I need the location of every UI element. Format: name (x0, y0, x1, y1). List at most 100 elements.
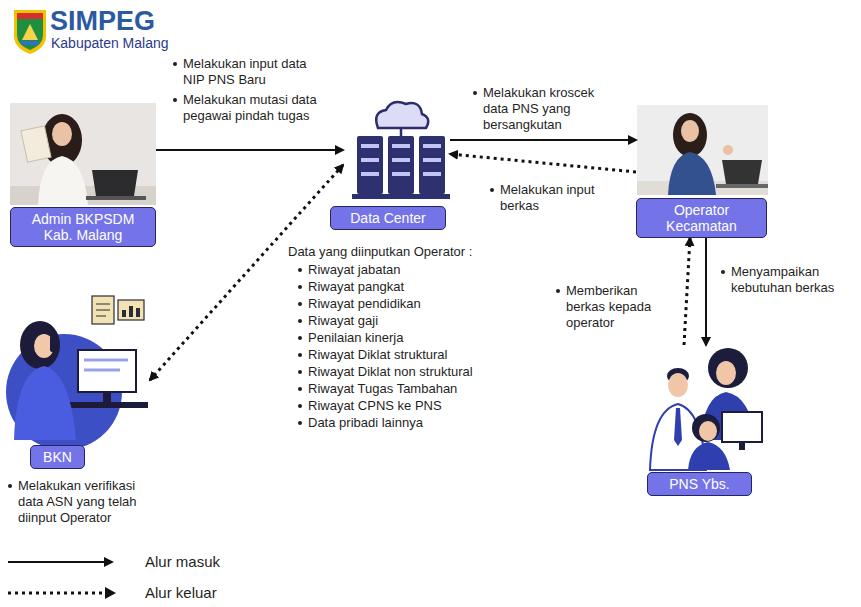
bkn-illustration-part (50, 336, 56, 352)
bkn-illustration-part (122, 310, 126, 317)
operator-photo-part (681, 120, 699, 142)
pns-illustration (650, 348, 762, 470)
inflow-arrow (156, 149, 343, 151)
server-icon-part (376, 102, 428, 128)
bkn-illustration-part (14, 366, 76, 440)
pns-illustration-part (688, 442, 730, 470)
outflow-arrow (450, 154, 636, 172)
action-note: Melakukan mutasi data pegawai pindah tug… (170, 92, 320, 124)
pns-illustration-part (708, 348, 748, 388)
server-icon (352, 102, 450, 199)
server-icon-part (423, 158, 441, 162)
inflow-arrow (705, 238, 707, 345)
bkn-illustration-part (84, 369, 120, 372)
legend-label: Alur masuk (145, 553, 220, 571)
admin-photo-part (21, 126, 51, 162)
actor-node: PNS Ybs. (638, 345, 765, 496)
operator-photo-part (668, 152, 716, 195)
list-item: Riwayat pendidikan (295, 296, 535, 312)
operator-photo-part (723, 145, 733, 155)
list-item: Riwayat CPNS ke PNS (295, 398, 535, 414)
server-icon-part (423, 172, 441, 176)
server-icon-part (361, 144, 379, 148)
server-icon-part (400, 128, 403, 136)
pns-illustration-part (739, 442, 745, 450)
operator-photo-part (637, 105, 768, 195)
action-note: Melakukan verifikasi data ASN yang telah… (5, 478, 145, 526)
bkn-illustration-part (96, 304, 110, 305)
bkn-illustration (6, 296, 148, 450)
legend-sample-solid-part (104, 557, 114, 567)
pns-illustration-part (699, 421, 717, 441)
bkn-illustration-part (20, 321, 60, 369)
node-label: Admin BKPSDM Kab. Malang (19, 211, 147, 243)
label-box: Admin BKPSDM Kab. Malang (10, 207, 156, 247)
action-note: Memberikan berkas kepada operator (553, 283, 675, 331)
actor-node: BKN (5, 290, 150, 469)
admin-photo-part (52, 122, 72, 146)
server-icon-part (361, 172, 379, 176)
legend-sample-dotted-part (105, 587, 116, 599)
label-box: PNS Ybs. (647, 472, 752, 496)
admin-photo-part (10, 103, 156, 205)
server-icon-part (392, 158, 410, 162)
server-icon-part (361, 158, 379, 162)
bkn-illustration-part (129, 306, 133, 317)
server-icon-part (419, 136, 445, 194)
logo-emblem-part (17, 13, 43, 50)
bkn-illustration-part (96, 316, 106, 317)
operator-photo-part (722, 160, 762, 184)
admin-photo-part (86, 196, 146, 200)
list-item: Riwayat jabatan (295, 262, 535, 278)
list-item: Penilaian kinerja (295, 330, 535, 346)
action-note: Melakukan input berkas (487, 182, 607, 214)
admin-photo-part (92, 170, 138, 196)
logo-emblem-part (17, 13, 43, 19)
node-label: Data Center (339, 210, 437, 226)
bkn-illustration-part (84, 359, 128, 362)
admin-photo-part (38, 156, 88, 205)
pns-illustration-part (722, 412, 762, 442)
bkn-illustration-part (96, 310, 110, 311)
brand-subtitle: Kabupaten Malang (51, 35, 211, 52)
list-item: Data pribadi lainnya (295, 415, 535, 431)
list-item: Riwayat Diklat struktural (295, 347, 535, 363)
legend-sample-dotted-part (8, 592, 106, 595)
logo-emblem-part (22, 24, 38, 40)
bkn-illustration-part (92, 296, 114, 324)
logo-emblem-part (14, 10, 46, 54)
operator-photo-part (716, 184, 768, 188)
server-icon-part (388, 136, 414, 194)
pns-illustration-part (674, 408, 682, 446)
outflow-arrow (684, 238, 690, 345)
label-box: Data Center (330, 206, 446, 230)
operator-photo (637, 105, 768, 195)
node-label: Operator Kecamatan (645, 202, 758, 234)
logo-emblem (14, 10, 46, 54)
list-item: Riwayat Diklat non struktural (295, 364, 535, 380)
bkn-illustration-part (118, 300, 144, 320)
bkn-illustration-part (60, 402, 148, 408)
list-heading: Data yang diinputkan Operator : (288, 244, 548, 260)
brand-name: SIMPEG (50, 6, 210, 36)
node-label: BKN (39, 449, 76, 465)
action-note: Melakukan kroscek data PNS yang bersangk… (470, 85, 620, 133)
actor-node: Data Center (343, 100, 450, 230)
pns-illustration-part (668, 373, 688, 397)
actor-node: Admin BKPSDM Kab. Malang (10, 103, 156, 247)
label-box: BKN (30, 445, 85, 469)
list-item: Riwayat Tugas Tambahan (295, 381, 535, 397)
bkn-illustration-part (103, 392, 111, 402)
label-box: Operator Kecamatan (636, 198, 767, 238)
logo-emblem-part (21, 41, 39, 45)
pns-illustration-part (692, 414, 720, 442)
action-note: Melakukan input data NIP PNS Baru (170, 56, 320, 88)
inflow-arrow (450, 139, 636, 141)
bkn-illustration-part (136, 308, 140, 317)
list-item: Riwayat pangkat (295, 279, 535, 295)
legend-sample-dotted (8, 587, 116, 599)
node-label: PNS Ybs. (656, 476, 743, 492)
